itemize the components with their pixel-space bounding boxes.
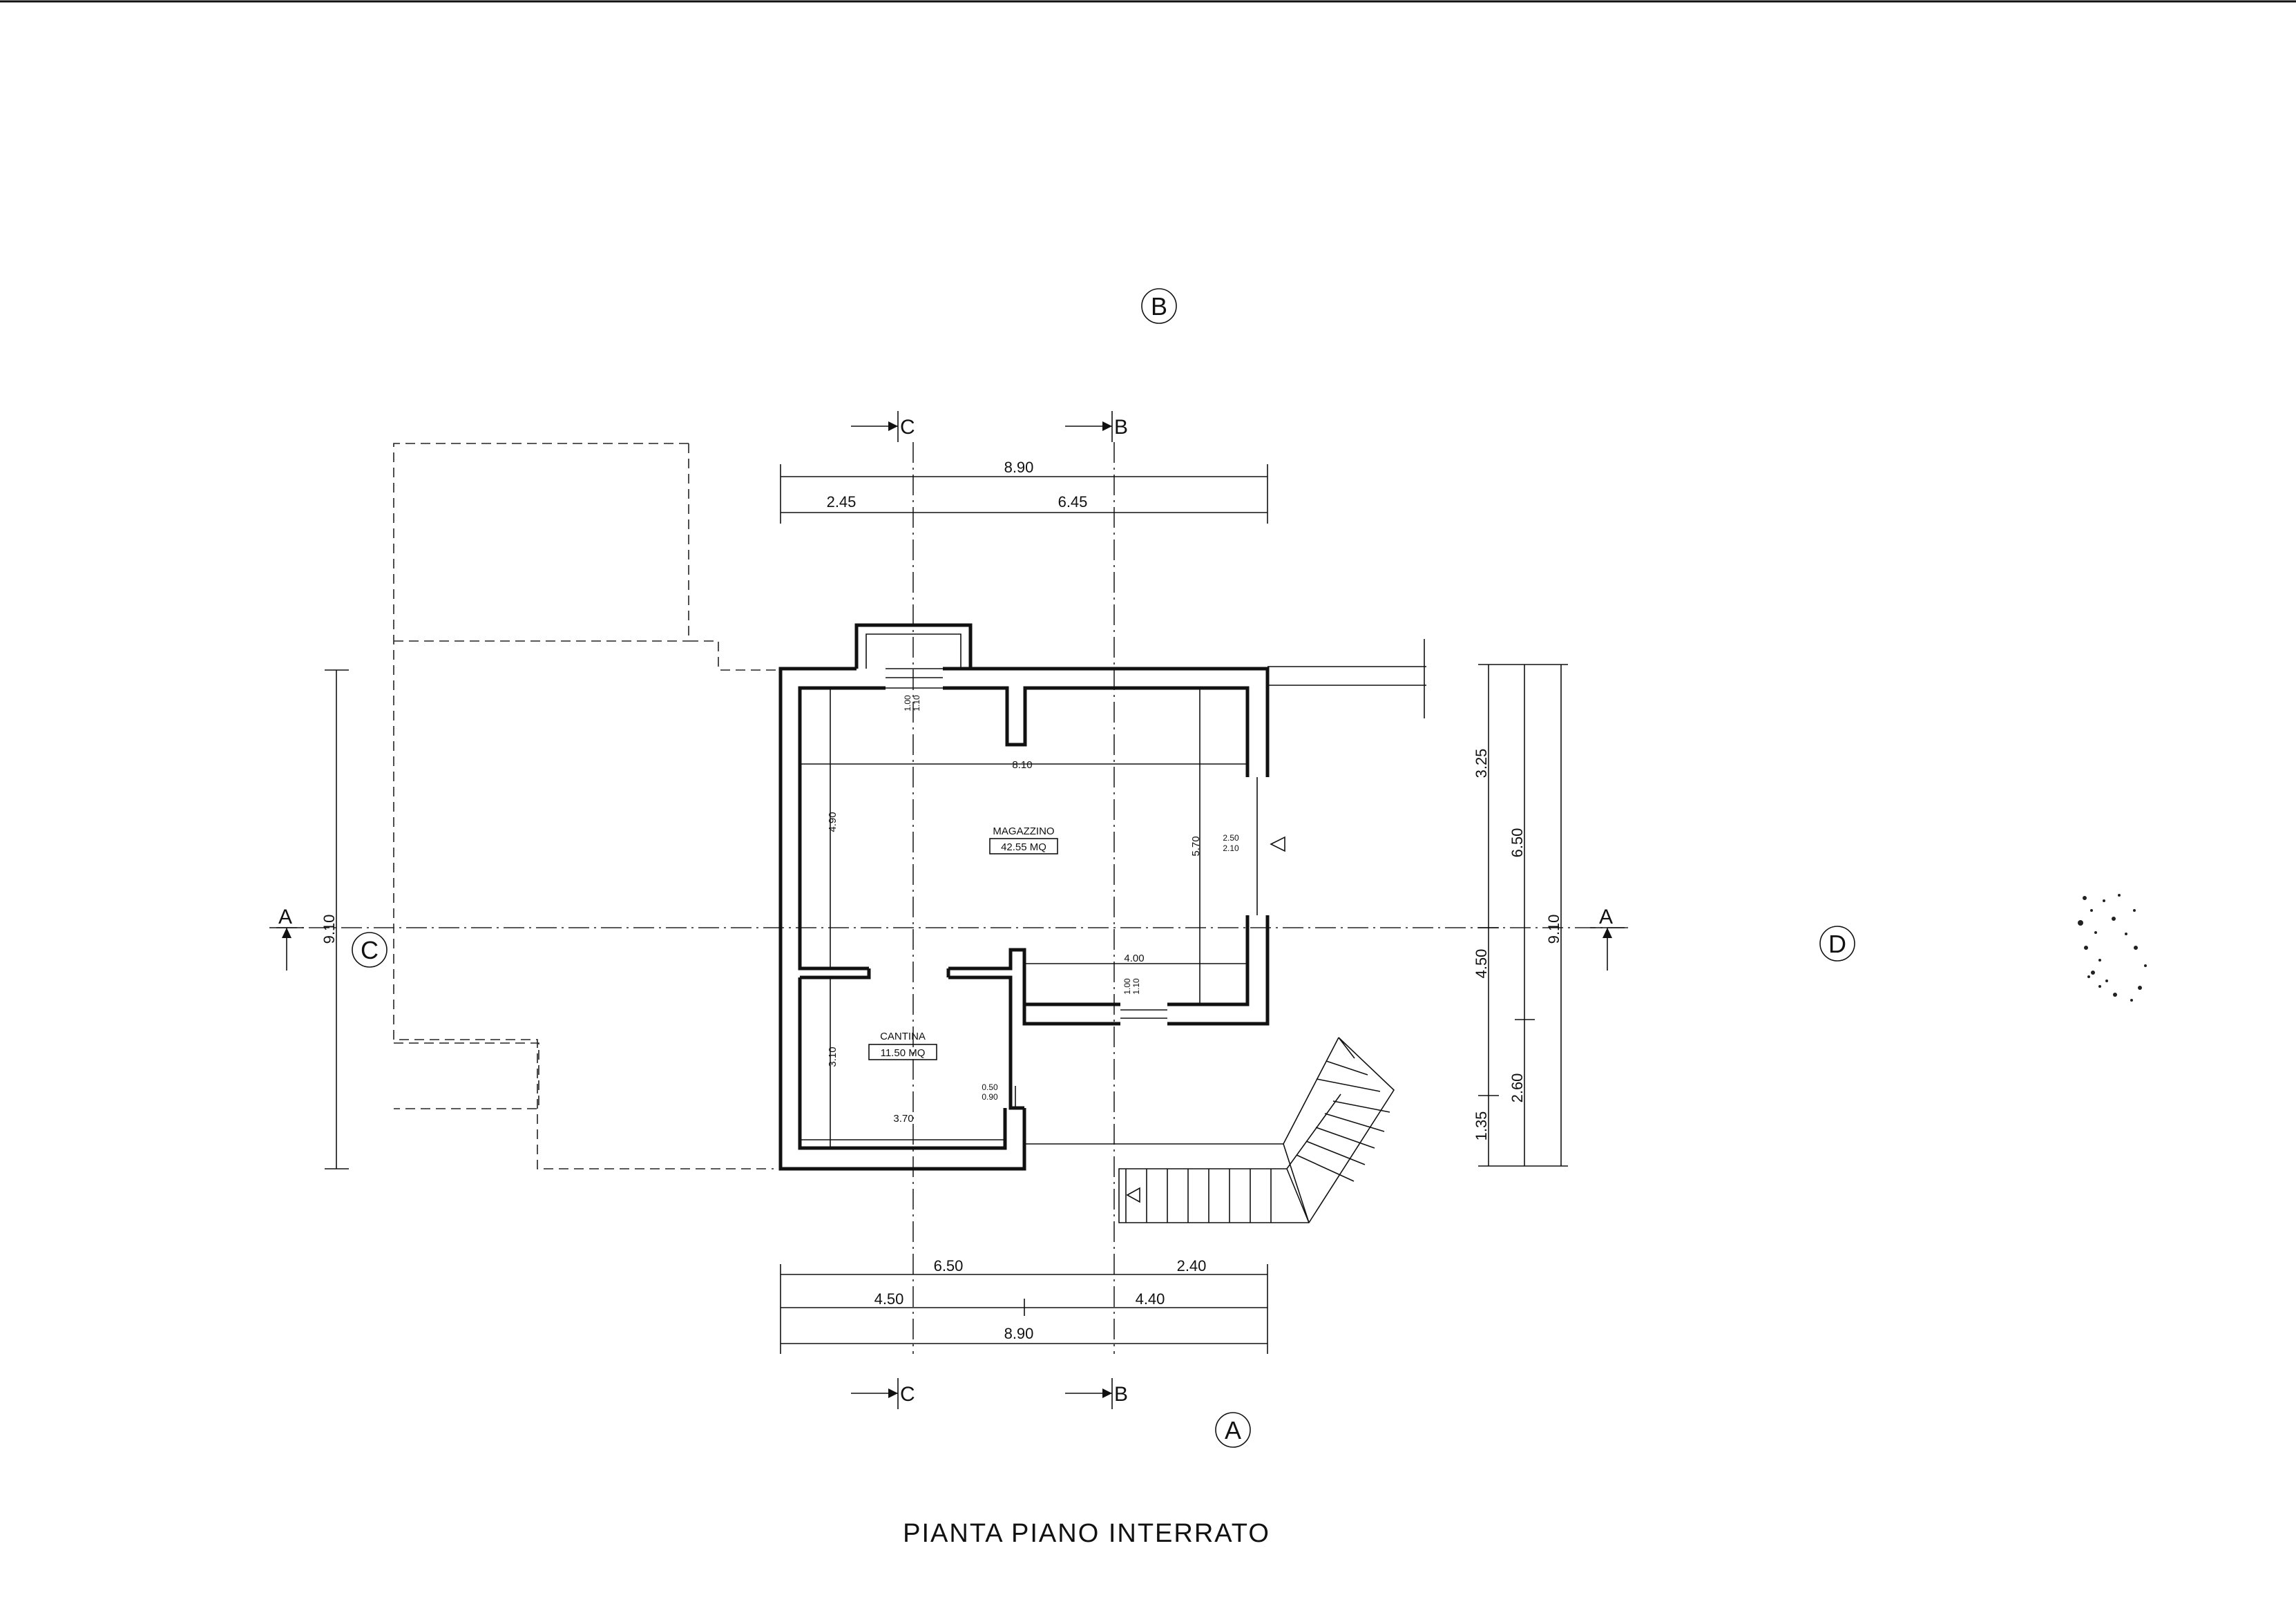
dim-cantina-height: 3.10: [827, 1047, 839, 1067]
marker-a-label: A: [1225, 1416, 1241, 1444]
adjacent-building-outline: [393, 443, 781, 1169]
dim-right-outer-upper: 6.50: [1509, 828, 1526, 858]
dim-opening-top-b: 1.10: [912, 695, 921, 711]
external-stair: [1024, 1037, 1395, 1223]
interior-dimension-lines: [800, 688, 1247, 1148]
dim-top-right: 6.45: [1058, 493, 1088, 510]
room-magazzino-name: MAGAZZINO: [993, 825, 1054, 837]
dim-bottom-total: 8.90: [1004, 1325, 1034, 1342]
dim-cantina-width: 3.70: [893, 1113, 913, 1125]
marker-a: A: [1215, 1412, 1251, 1448]
dim-door-bottom-top: 1.00: [1122, 978, 1132, 995]
dim-partition-width: 4.00: [1124, 953, 1144, 964]
dim-left-total: 9.10: [321, 915, 338, 944]
dim-door-cantina-top: 0.50: [982, 1082, 998, 1092]
dim-door-bottom-bottom: 1.10: [1131, 978, 1141, 995]
room-cantina-area: 11.50 MQ: [881, 1047, 926, 1059]
dim-bottom-row1-left: 6.50: [934, 1257, 964, 1274]
dim-bottom-row2-left: 4.50: [874, 1290, 904, 1308]
section-cut-a-left: A: [269, 906, 304, 971]
section-axes: [276, 442, 1630, 1354]
section-cut-c-top-label: C: [900, 416, 915, 439]
dim-right-middle: 4.50: [1473, 949, 1490, 979]
dimension-line-left: [325, 669, 349, 1169]
dim-right-total: 9.10: [1545, 915, 1562, 944]
dim-bottom-row1-right: 2.40: [1177, 1257, 1207, 1274]
section-cut-a-left-label: A: [278, 906, 292, 928]
dim-opening-top: 1.00: [903, 695, 912, 711]
dim-door-right-bottom: 2.10: [1223, 843, 1239, 853]
dim-door-right-top: 2.50: [1223, 833, 1239, 843]
building-walls: [778, 623, 1285, 1171]
dim-top-left: 2.45: [827, 493, 857, 510]
dim-bottom-row2-right: 4.40: [1136, 1290, 1165, 1308]
section-cut-a-right-label: A: [1599, 906, 1613, 928]
section-cut-c-top: C: [851, 411, 915, 442]
dim-door-cantina-bottom: 0.90: [982, 1092, 998, 1102]
marker-b: B: [1141, 288, 1177, 324]
section-cut-c-bottom: C: [851, 1378, 915, 1409]
dimension-lines-bottom: [780, 1264, 1268, 1354]
scan-artifact-speckle: [2078, 894, 2147, 1002]
room-cantina-name: CANTINA: [880, 1031, 926, 1042]
section-cut-b-top: B: [1065, 411, 1128, 442]
section-cut-b-bottom-label: B: [1114, 1383, 1128, 1406]
marker-d-label: D: [1828, 930, 1846, 958]
section-cut-c-bottom-label: C: [900, 1383, 915, 1406]
dim-interior-width: 8.10: [1012, 759, 1032, 771]
marker-d: D: [1819, 926, 1855, 962]
section-cut-b-top-label: B: [1114, 416, 1128, 439]
marker-c: C: [352, 932, 388, 968]
drawing-title: PIANTA PIANO INTERRATO: [903, 1519, 1270, 1548]
marker-c-label: C: [361, 936, 379, 964]
marker-b-label: B: [1151, 292, 1167, 321]
section-cut-a-right: A: [1590, 906, 1625, 971]
section-cut-b-bottom: B: [1065, 1378, 1128, 1409]
dim-right-outer-lower: 2.60: [1509, 1073, 1526, 1103]
room-magazzino-area: 42.55 MQ: [1001, 841, 1046, 853]
dim-interior-height-right: 5.70: [1190, 836, 1202, 856]
dim-top-total: 8.90: [1004, 459, 1034, 476]
dim-interior-height-left: 4.90: [827, 812, 839, 832]
dim-right-upper: 3.25: [1473, 749, 1490, 778]
boundary-wall-right: [1267, 639, 1426, 718]
dim-right-lower: 1.35: [1473, 1111, 1490, 1141]
dimension-lines-right: [1478, 664, 1568, 1167]
room-cantina-area-box: [868, 1044, 937, 1060]
room-magazzino-area-box: [989, 838, 1058, 854]
dimension-lines-top: [780, 464, 1268, 524]
